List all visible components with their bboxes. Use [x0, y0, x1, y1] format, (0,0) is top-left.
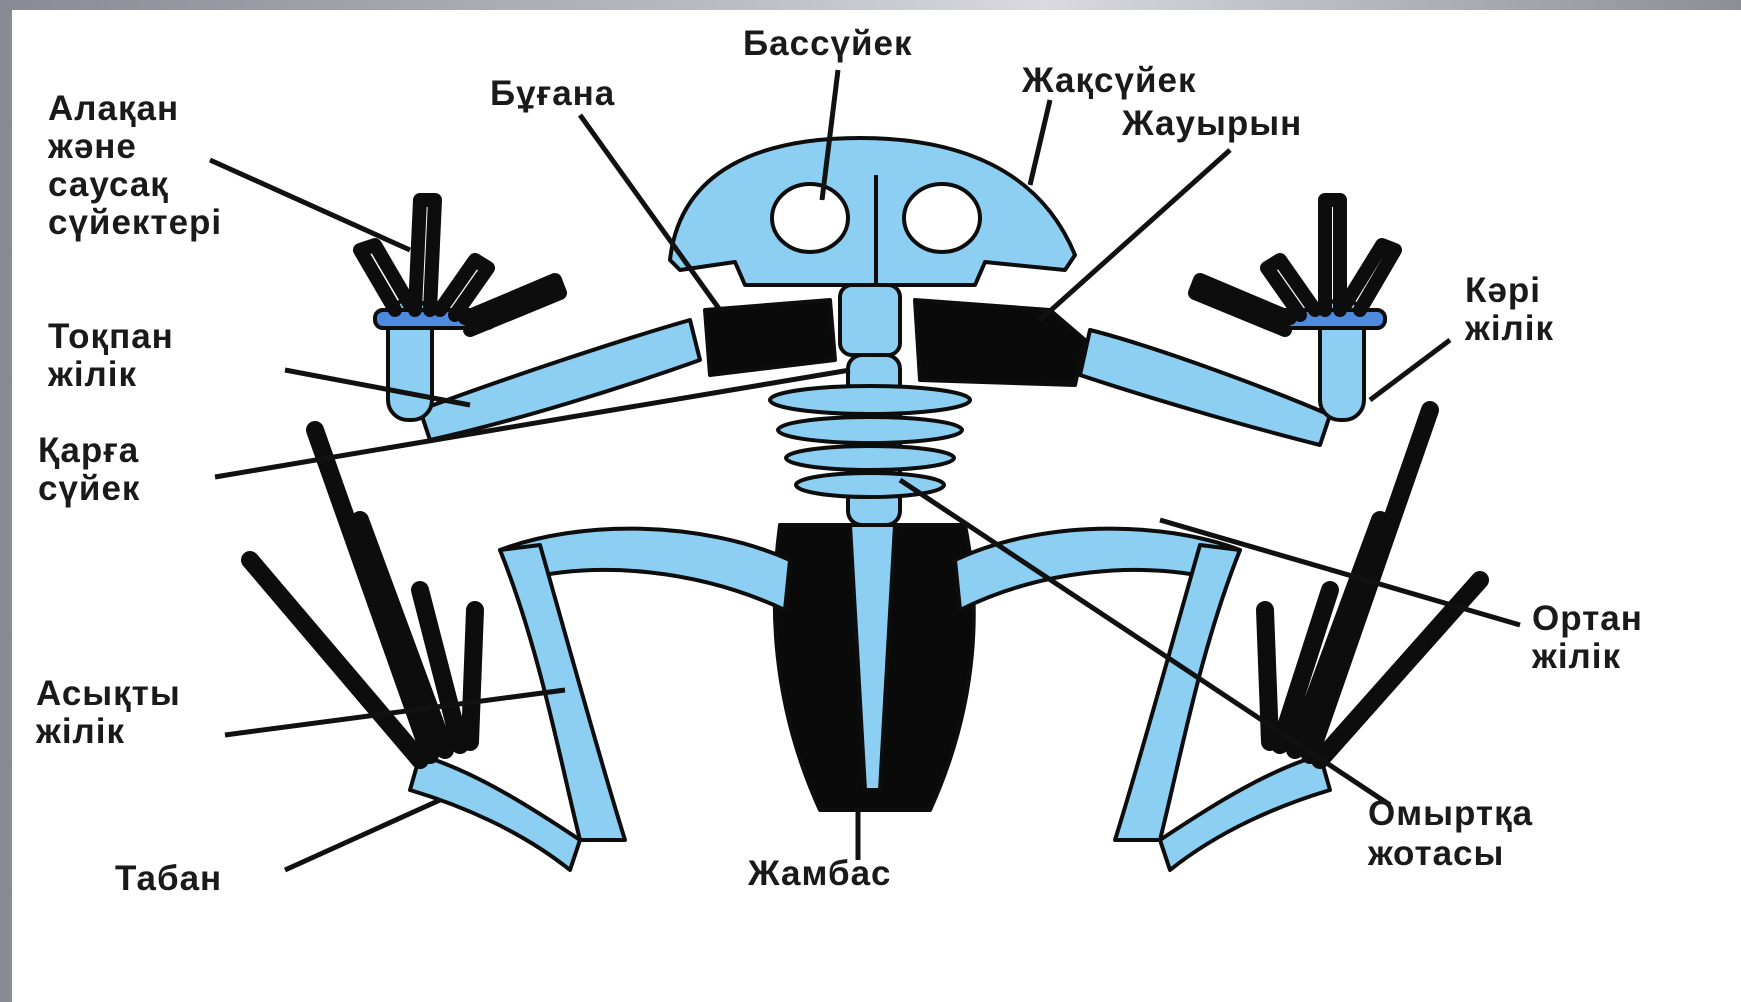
label-tokpan-1: Тоқпан	[48, 317, 174, 356]
right-toes	[1265, 410, 1480, 760]
clavicle	[705, 300, 835, 375]
vertebra-1	[770, 386, 970, 414]
leader-tokpan	[285, 370, 470, 405]
label-zhambas: Жамбас	[747, 854, 892, 893]
left-tarsus	[410, 755, 580, 870]
label-alakan-2: және	[47, 127, 137, 166]
frog-skeleton	[250, 138, 1480, 870]
label-kari-2: жілік	[1464, 309, 1554, 348]
left-humerus	[420, 320, 700, 440]
label-zhauyryn: Жауырын	[1121, 104, 1302, 143]
skull	[670, 138, 1075, 285]
label-omyrtka-1: Омыртқа	[1368, 794, 1533, 833]
left-toes	[250, 430, 475, 760]
label-karga-1: Қарға	[38, 431, 139, 470]
vertebra-2	[778, 417, 962, 443]
label-tokpan-2: жілік	[47, 355, 137, 394]
slide-panel: Бассүйек Жақсүйек Бұғана Жауырын Алақан …	[12, 10, 1741, 1002]
label-bugana: Бұғана	[490, 74, 615, 113]
neck-vertebra	[840, 285, 900, 355]
right-fingers	[1195, 200, 1395, 330]
leader-alakan	[210, 160, 410, 250]
leader-zhaksuyek	[1030, 100, 1050, 185]
vertebra-3	[786, 446, 954, 470]
label-alakan-4: сүйектері	[48, 203, 222, 242]
left-eye-socket	[772, 184, 848, 252]
label-asykty-2: жілік	[35, 712, 125, 751]
leader-kari	[1370, 340, 1450, 400]
right-humerus	[1080, 330, 1330, 445]
label-taban: Табан	[115, 859, 222, 898]
leader-taban	[285, 800, 440, 870]
frog-skeleton-diagram: Бассүйек Жақсүйек Бұғана Жауырын Алақан …	[12, 10, 1741, 1002]
right-eye-socket	[904, 184, 980, 252]
label-bassuyek: Бассүйек	[743, 24, 913, 63]
label-kari-1: Кәрі	[1465, 271, 1541, 310]
label-ortan-1: Ортан	[1532, 599, 1643, 638]
label-zhaksuyek: Жақсүйек	[1021, 61, 1196, 100]
right-tarsus	[1160, 755, 1330, 870]
scapula	[915, 300, 1085, 385]
left-fingers	[360, 200, 560, 330]
label-alakan-3: саусақ	[48, 165, 169, 204]
label-omyrtka-2: жотасы	[1367, 834, 1504, 873]
label-karga-2: сүйек	[38, 469, 140, 508]
label-alakan-1: Алақан	[48, 89, 179, 128]
label-asykty-1: Асықты	[36, 674, 181, 713]
label-ortan-2: жілік	[1531, 637, 1621, 676]
